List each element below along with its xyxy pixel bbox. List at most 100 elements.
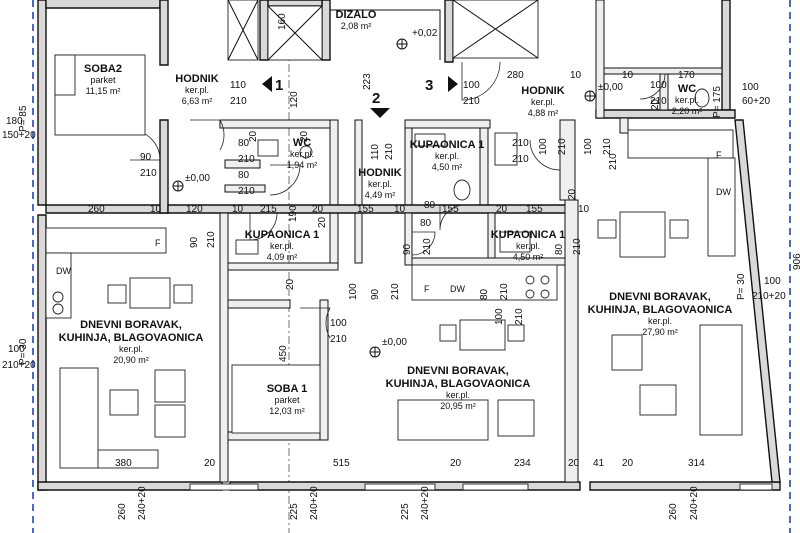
- stair-lift-core: [227, 0, 539, 61]
- dim-door-4: 80: [238, 138, 250, 149]
- room-area-kupaonica-1c: 4,50 m²: [513, 252, 544, 262]
- dim-door-23: 210: [512, 138, 529, 149]
- room-floor-soba1: parket: [274, 395, 300, 405]
- dim-door-13: 210: [602, 138, 613, 155]
- room-floor-hodnik-c: ker.pl.: [368, 179, 392, 189]
- dim-door-30: 210: [422, 238, 433, 255]
- dim-open-0: 260: [117, 503, 128, 520]
- dim-open-4: 225: [400, 503, 411, 520]
- room-floor-soba2: parket: [90, 75, 116, 85]
- section-mark-2: 2: [372, 90, 380, 107]
- section-mark-1: 1: [275, 77, 283, 94]
- room-floor-kupaonica-1b: ker.pl.: [270, 241, 294, 251]
- dim-door-31: 80: [554, 243, 565, 255]
- dim-door-15: 210: [206, 231, 217, 248]
- dim-bottom-2: 515: [333, 458, 350, 469]
- room-name-hodnik-l: HODNIK: [175, 73, 218, 85]
- windows: [189, 483, 773, 491]
- room-area-wc-r: 2,20 m²: [672, 106, 703, 116]
- dim-left-2: P= 85: [18, 105, 29, 132]
- room-name-kupaonica-1c: KUPAONICA 1: [491, 229, 566, 241]
- dim-door-8: 100: [463, 80, 480, 91]
- dim-misc-0: 160: [277, 13, 288, 30]
- room-floor-wc-r: ker.pl.: [675, 95, 699, 105]
- dim-door-3: 210: [140, 168, 157, 179]
- room-name-dnevni-r-2: KUHINJA, BLAGOVAONICA: [588, 304, 733, 316]
- room-name-kupaonica-1a: KUPAONICA 1: [410, 139, 485, 151]
- dim-top-3: 10: [622, 70, 634, 81]
- room-name-dnevni-r-1: DNEVNI BORAVAK,: [609, 291, 711, 303]
- level-elevator: +0,02: [412, 28, 438, 39]
- dim-open-7: 240+20: [689, 486, 700, 520]
- room-name-hodnik-r: HODNIK: [521, 85, 564, 97]
- dim-door-7: 210: [238, 186, 255, 197]
- room-floor-dnevni-l: ker.pl.: [119, 344, 143, 354]
- dim-right-0: 100: [742, 82, 759, 93]
- dimension-labels: 280 10 170 10 260 10 120 10 215 20 155 1…: [2, 13, 800, 520]
- dim-door-6: 80: [238, 170, 250, 181]
- dim-door-14: 90: [189, 236, 200, 248]
- dim-left-4: 210+20: [2, 360, 36, 371]
- dim-door-35: 100: [348, 283, 359, 300]
- level-center: ±0,00: [382, 337, 407, 348]
- dim-misc-8: 20: [317, 216, 328, 228]
- dim-misc-7: 20: [299, 130, 310, 142]
- room-area-hodnik-l: 6,63 m²: [182, 96, 213, 106]
- dim-row-a-3: 10: [232, 204, 244, 215]
- dim-door-17: 210: [330, 334, 347, 345]
- fridge-label: F: [155, 238, 161, 248]
- dim-door-2: 90: [140, 152, 152, 163]
- dim-door-5: 210: [238, 154, 255, 165]
- dishwasher-label-right: DW: [716, 187, 731, 197]
- dim-open-6: 260: [668, 503, 679, 520]
- dim-row-a-5: 20: [312, 204, 324, 215]
- room-floor-dnevni-c: ker.pl.: [446, 390, 470, 400]
- dim-left-0: 180: [6, 116, 23, 127]
- dim-row-a-6: 155: [357, 204, 374, 215]
- dim-bottom-0: 380: [115, 458, 132, 469]
- room-name-hodnik-c: HODNIK: [358, 167, 401, 179]
- room-area-dizalo: 2,08 m²: [341, 21, 372, 31]
- dim-door-21: 210: [557, 138, 568, 155]
- dim-bottom-1: 20: [204, 458, 216, 469]
- dim-door-33: 100: [494, 308, 505, 325]
- room-name-soba2: SOBA2: [84, 63, 122, 75]
- dim-misc-9: 20: [567, 188, 578, 200]
- dim-misc-1: 120: [289, 91, 300, 108]
- dim-open-2: 225: [289, 503, 300, 520]
- room-name-dnevni-c-1: DNEVNI BORAVAK,: [407, 365, 509, 377]
- room-area-dnevni-l: 20,90 m²: [113, 355, 149, 365]
- dim-misc-10: 20: [650, 98, 661, 110]
- interior-walls: [45, 0, 723, 483]
- room-floor-dnevni-r: ker.pl.: [648, 316, 672, 326]
- dim-bottom-5: 20: [568, 458, 580, 469]
- room-floor-wc-l: ker.pl.: [290, 149, 314, 159]
- dim-row-a-0: 260: [88, 204, 105, 215]
- dim-door-34: 210: [514, 308, 525, 325]
- dim-row-a-7: 10: [394, 204, 406, 215]
- dim-bottom-4: 234: [514, 458, 531, 469]
- level-right: ±0,00: [598, 82, 623, 93]
- appliance-labels: F DW F DW F DW: [56, 150, 731, 294]
- room-area-wc-l: 1,94 m²: [287, 160, 318, 170]
- room-name-dnevni-l-2: KUHINJA, BLAGOVAONICA: [59, 332, 204, 344]
- dim-left-3: 100: [8, 344, 25, 355]
- dim-bottom-6: 41: [593, 458, 605, 469]
- dim-right-5: P= 30: [736, 273, 747, 300]
- dim-door-16: 100: [330, 318, 347, 329]
- dim-row-a-2: 120: [186, 204, 203, 215]
- dim-right-1: 60+20: [742, 96, 771, 107]
- dim-door-26: 210: [499, 283, 510, 300]
- room-floor-hodnik-l: ker.pl.: [185, 85, 209, 95]
- dim-door-25: 80: [479, 288, 490, 300]
- dim-bottom-8: 314: [688, 458, 705, 469]
- room-labels: SOBA2 parket 11,15 m² DIZALO 2,08 m² HOD…: [59, 9, 733, 416]
- dim-row-a-10: 20: [496, 204, 508, 215]
- dim-door-9: 210: [463, 96, 480, 107]
- dim-row-a-9: 155: [442, 204, 459, 215]
- fridge-label-center: F: [424, 284, 430, 294]
- room-name-kupaonica-1b: KUPAONICA 1: [245, 229, 320, 241]
- dim-left-5: P= 30: [18, 338, 29, 365]
- room-area-dnevni-r: 27,90 m²: [642, 327, 678, 337]
- dim-top-1: 10: [570, 70, 582, 81]
